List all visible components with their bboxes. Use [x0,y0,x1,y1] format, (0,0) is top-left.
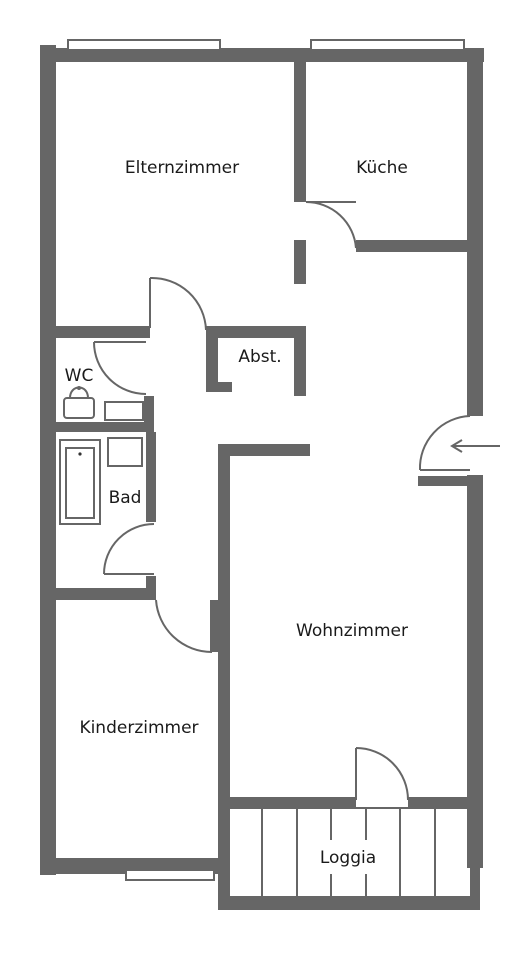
sink-icon [104,401,144,421]
doors [93,200,471,801]
door-entrance [418,415,471,471]
door-kinderzimmer [155,599,213,654]
label-loggia: Loggia [320,848,376,868]
label-abst: Abst. [238,347,281,367]
label-wc: WC [65,366,94,386]
label-kinderzimmer: Kinderzimmer [79,718,198,738]
window-elternzimmer [67,39,221,51]
outer-walls [40,45,484,910]
windows [67,39,465,881]
room-labels: Elternzimmer Küche WC Abst. Bad Wohnzimm… [65,158,408,874]
interior-walls [56,60,470,807]
door-wc [93,341,147,395]
window-kinderzimmer [125,869,215,881]
label-elternzimmer: Elternzimmer [125,158,239,178]
bathtub-icon [59,439,101,525]
door-bad [103,523,155,575]
door-elternzimmer [149,276,207,331]
label-wohnzimmer: Wohnzimmer [296,621,408,641]
door-loggia [355,747,409,801]
label-bad: Bad [109,488,142,508]
label-kueche: Küche [356,158,408,178]
washbasin-icon [107,437,143,467]
door-kueche [305,200,357,249]
entrance-arrow-icon [450,439,500,453]
window-kueche [310,39,465,51]
toilet-icon [63,386,95,419]
